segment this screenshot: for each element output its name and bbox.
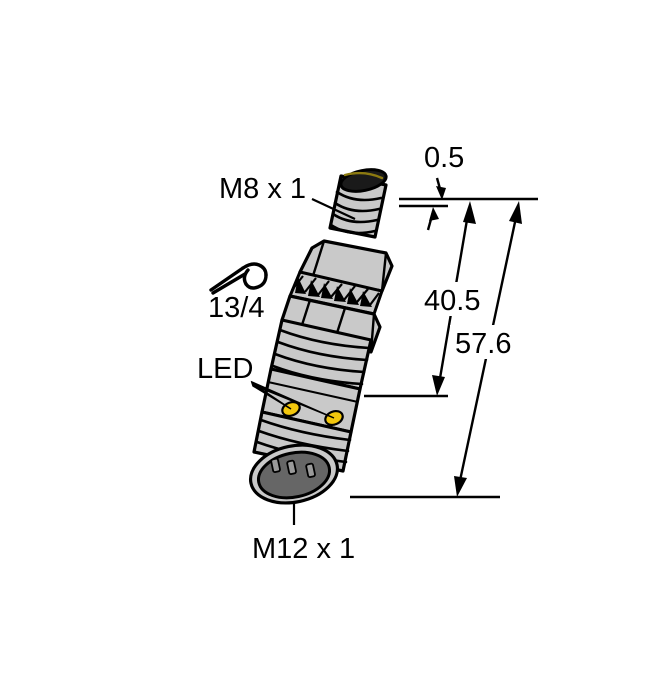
led-leader-line-2 (250, 380, 335, 419)
dimension-group: 0.5 40.5 57.6 (350, 142, 538, 499)
dimension-0-5-label: 0.5 (424, 142, 464, 174)
connector-pin-2 (286, 459, 297, 475)
m8-thread-section (328, 168, 388, 239)
body-seam-line (267, 381, 359, 403)
dimension-40-5: 40.5 (418, 201, 501, 396)
wrench-size-label: 13/4 (208, 292, 264, 324)
dim-0-5-arrowhead-upper (436, 186, 446, 200)
connector-pin-3 (305, 462, 316, 478)
thread-turns (329, 190, 383, 235)
dim-40-5-arrowhead-bottom (432, 375, 445, 396)
dim-57-6-label-mask (450, 325, 538, 359)
led-label-group: LED (197, 353, 335, 419)
dim-40-5-arrowhead-top (463, 201, 476, 224)
dim-40-5-label-mask (418, 282, 501, 316)
dimension-0-5: 0.5 (424, 142, 464, 231)
m12-connector-face (248, 443, 340, 505)
upper-nut-facets (298, 240, 388, 292)
m12-connector-label: M12 x 1 (252, 533, 355, 565)
m8-thread-label: M8 x 1 (219, 173, 306, 205)
wrench-icon-group: 13/4 (208, 262, 268, 324)
serrated-ring (288, 270, 384, 316)
m8-label-group: M8 x 1 (219, 173, 356, 220)
lower-thread-turns (271, 328, 371, 386)
serration-lines (291, 275, 380, 306)
sensor-assembly (248, 168, 394, 505)
wrench-icon (209, 262, 268, 295)
led-label: LED (197, 353, 253, 385)
connector-pins (270, 457, 316, 478)
dimension-57-6: 57.6 (450, 201, 538, 497)
dim-0-5-arrowhead-lower (429, 207, 439, 221)
m8-leader-line (311, 198, 356, 220)
dim-57-6-arrowhead-top (509, 201, 522, 224)
dim-57-6-arrowhead-bottom (454, 476, 467, 497)
dimension-40-5-label: 40.5 (424, 285, 480, 317)
m12-label-group: M12 x 1 (252, 502, 355, 565)
connector-pin-1 (270, 457, 281, 473)
dimension-57-6-label: 57.6 (455, 328, 511, 360)
cap-highlight (343, 171, 384, 180)
lower-nut-facets (280, 295, 376, 353)
